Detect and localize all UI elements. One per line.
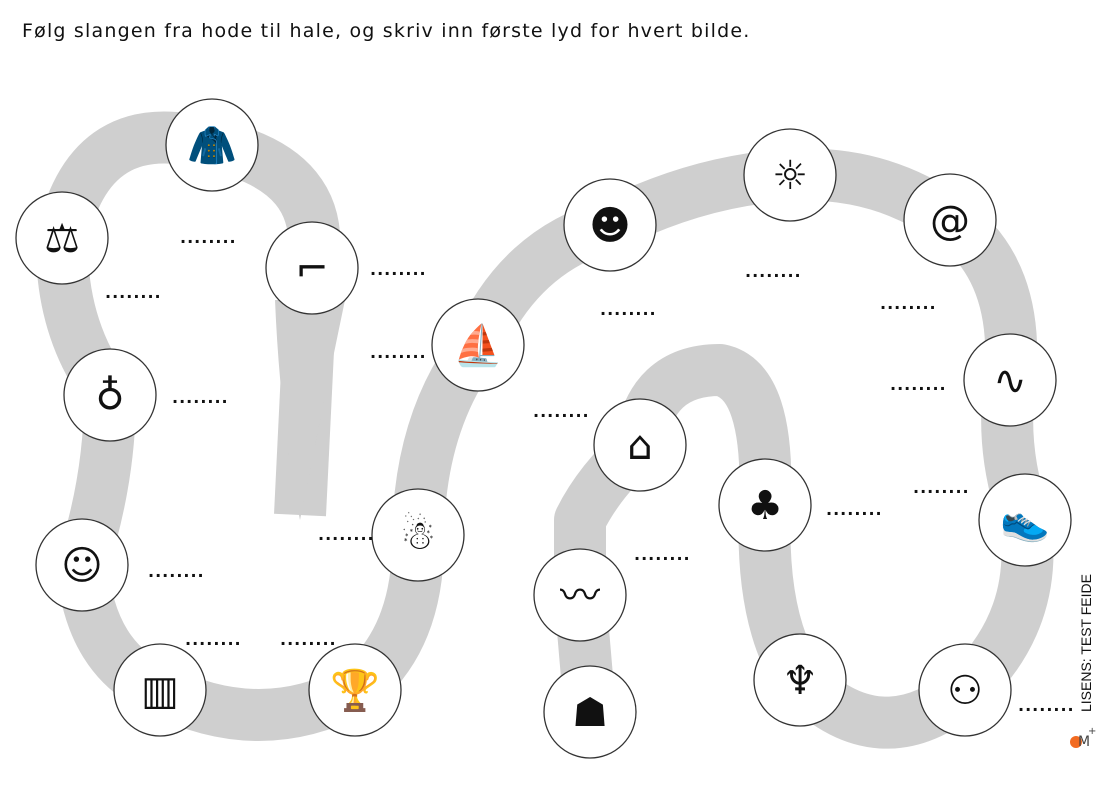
picture-node: ♆ — [753, 633, 847, 727]
picture-node: ♣ — [718, 458, 812, 552]
tassels-icon: ♆ — [782, 658, 818, 704]
answer-blank[interactable]: ........ — [745, 262, 802, 281]
answer-blank[interactable]: ........ — [370, 260, 427, 279]
answer-blank[interactable]: ........ — [826, 500, 883, 519]
snake-head-icon: ☗ — [572, 690, 608, 736]
picture-node: 🧥 — [165, 98, 259, 192]
picture-node: ♁ — [63, 348, 157, 442]
answer-blank[interactable]: ........ — [370, 343, 427, 362]
answer-blank[interactable]: ........ — [105, 283, 162, 302]
picture-node: ☻ — [563, 178, 657, 272]
answer-blank[interactable]: ........ — [600, 300, 657, 319]
instruction-title: Følg slangen fra hode til hale, og skriv… — [22, 20, 751, 42]
barrel-icon: ▥ — [141, 668, 179, 714]
snake-tail — [275, 300, 345, 520]
picture-node: ☺ — [35, 518, 129, 612]
answer-blank[interactable]: ........ — [148, 562, 205, 581]
answer-blank[interactable]: ........ — [913, 478, 970, 497]
shop-seller-icon: ☻ — [589, 203, 631, 249]
license-label: LISENS: TEST FEIDE — [1078, 574, 1094, 712]
answer-blank[interactable]: ........ — [634, 545, 691, 564]
answer-blank[interactable]: ........ — [1018, 696, 1075, 715]
picture-node: ⌂ — [593, 398, 687, 492]
coat-icon: 🧥 — [187, 123, 237, 169]
mplus-logo: M + — [1070, 726, 1096, 750]
picture-node: ⚖ — [15, 191, 109, 285]
answer-blank[interactable]: ........ — [533, 402, 590, 421]
scale-icon: ⚖ — [44, 216, 80, 262]
tree-icon: ♣ — [747, 483, 783, 529]
boat-icon: ⛵ — [453, 322, 503, 369]
answer-blank[interactable]: ........ — [890, 375, 947, 394]
answer-blank[interactable]: ........ — [280, 630, 337, 649]
snake-icon: ∿ — [993, 358, 1027, 404]
necklace-earrings-icon: ♁ — [95, 373, 124, 419]
picture-node: ⛵ — [431, 298, 525, 392]
boot-leg-icon: ⌐ — [295, 246, 329, 292]
picture-node: 👟 — [978, 473, 1072, 567]
cinema-icon: ☼ — [772, 153, 808, 199]
picture-node: ☃ — [371, 488, 465, 582]
answer-blank[interactable]: ........ — [318, 525, 375, 544]
picture-node: ∿ — [963, 333, 1057, 427]
picture-node: ☗ — [543, 665, 637, 759]
picture-node: @ — [903, 173, 997, 267]
picture-node: ⌐ — [265, 221, 359, 315]
answer-blank[interactable]: ........ — [180, 228, 237, 247]
answer-blank[interactable]: ........ — [172, 388, 229, 407]
snail-shell-icon: @ — [930, 198, 970, 244]
sneaker-icon: 👟 — [1000, 498, 1050, 544]
picture-node: ▥ — [113, 643, 207, 737]
svg-text:M: M — [1078, 734, 1090, 750]
picture-node: ⚇ — [918, 643, 1012, 737]
sleeping-baby-icon: ☺ — [61, 543, 103, 589]
picture-node: 🏆 — [308, 643, 402, 737]
basket-icon: ⌂ — [627, 423, 652, 469]
answer-blank[interactable]: ........ — [880, 294, 937, 313]
bed-jumping-icon: ⚇ — [947, 668, 983, 714]
trophy-winner-icon: 🏆 — [330, 667, 380, 714]
answer-blank[interactable]: ........ — [185, 630, 242, 649]
svg-text:+: + — [1088, 726, 1096, 737]
seagull-icon: 〰 — [560, 573, 600, 619]
picture-node: 〰 — [533, 548, 627, 642]
picture-node: ☼ — [743, 128, 837, 222]
street-sweeper-icon: ☃ — [400, 512, 436, 559]
